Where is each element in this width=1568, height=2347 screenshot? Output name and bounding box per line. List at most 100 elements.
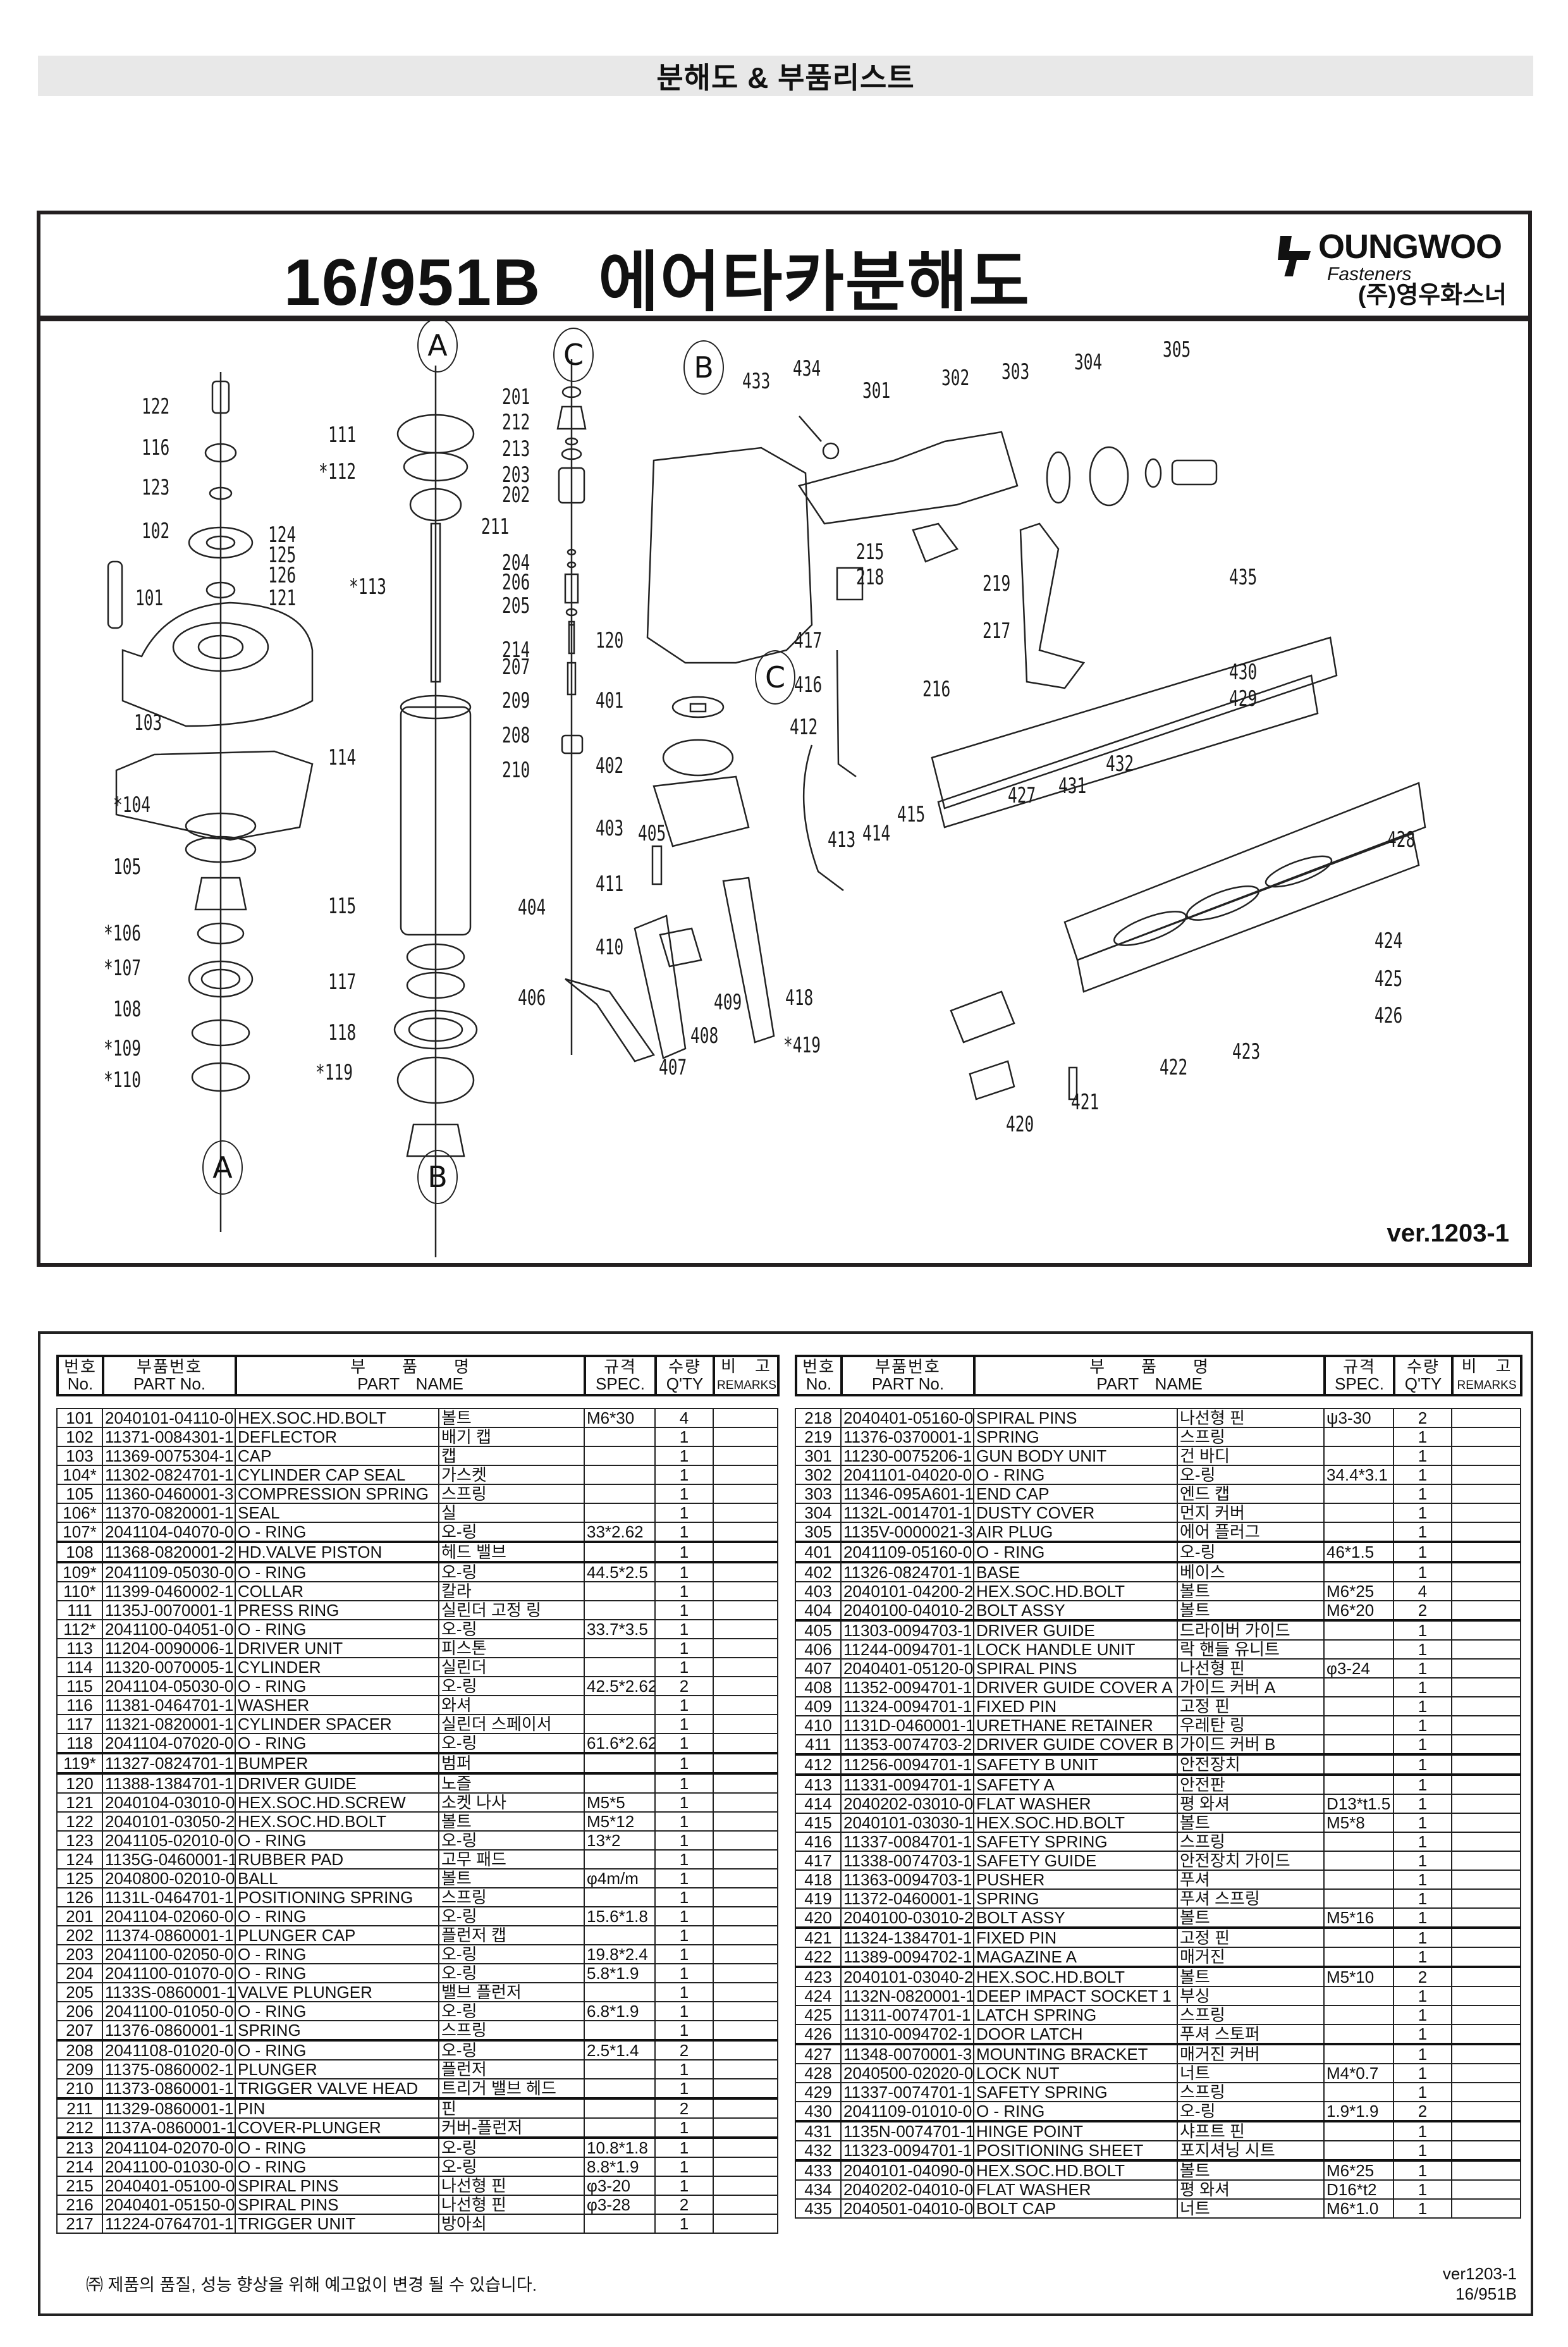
part-name-en: DRIVER GUIDE xyxy=(973,1619,1178,1641)
part-remarks xyxy=(1451,1541,1521,1563)
part-qty: 1 xyxy=(654,1714,714,1734)
part-name-kr: 플런저 xyxy=(438,2059,585,2079)
part-spec xyxy=(1323,1888,1394,1909)
part-label: 426 xyxy=(1375,1003,1403,1028)
part-number-index: 433 xyxy=(795,2159,842,2181)
part-qty: 1 xyxy=(654,1752,714,1774)
part-number-index: 431 xyxy=(795,2120,842,2141)
part-spec: φ3-24 xyxy=(1323,1658,1394,1679)
part-remarks xyxy=(713,2176,778,2196)
part-remarks xyxy=(713,1561,778,1582)
part-code: 2041100-01050-0 xyxy=(102,2001,236,2021)
part-spec: D13*t1.5 xyxy=(1323,1794,1394,1814)
part-name-kr: 나선형 핀 xyxy=(438,2176,585,2196)
part-number-index: 219 xyxy=(795,1427,842,1447)
part-number-index: 208 xyxy=(56,2039,103,2061)
part-spec xyxy=(584,2020,656,2041)
part-label: 302 xyxy=(941,366,970,391)
part-label: 114 xyxy=(328,745,357,770)
part-remarks xyxy=(1451,2140,1521,2161)
part-qty: 1 xyxy=(654,1811,714,1832)
part-remarks xyxy=(713,1714,778,1734)
part-spec xyxy=(1323,1832,1394,1852)
part-number-index: 104* xyxy=(56,1465,103,1485)
part-name-kr: 캡 xyxy=(438,1446,585,1466)
part-spec xyxy=(1323,1870,1394,1890)
part-code: 1135N-0074701-1 xyxy=(840,2120,974,2141)
part-number-index: 121 xyxy=(56,1792,103,1813)
part-qty: 1 xyxy=(1393,1561,1452,1582)
part-spec xyxy=(1323,1851,1394,1871)
part-remarks xyxy=(713,1465,778,1485)
part-label: 120 xyxy=(596,628,624,653)
part-number-index: 118 xyxy=(56,1733,103,1754)
part-spec: D16*t2 xyxy=(1323,2179,1394,2200)
part-name-kr: 에어 플러그 xyxy=(1177,1522,1325,1543)
part-code: 11230-0075206-1 xyxy=(840,1446,974,1466)
part-qty: 2 xyxy=(1393,1408,1452,1428)
part-label: 213 xyxy=(502,436,530,462)
exploded-view-svg xyxy=(107,359,1426,1257)
part-qty: 1 xyxy=(654,1484,714,1504)
part-name-en: TRIGGER VALVE HEAD xyxy=(235,2078,439,2099)
callout-circle-c-mid: C xyxy=(755,650,795,705)
part-number-index: 407 xyxy=(795,1658,842,1679)
part-name-kr: 매거진 xyxy=(1177,1947,1325,1968)
part-name-kr: 오-링 xyxy=(438,2136,585,2158)
part-qty: 1 xyxy=(654,1772,714,1794)
part-name-kr: 오-링 xyxy=(1177,1465,1325,1485)
part-name-en: HEX.SOC.HD.BOLT xyxy=(973,1813,1178,1833)
part-label: 405 xyxy=(638,821,666,846)
part-remarks xyxy=(713,2195,778,2215)
part-code: 2041100-01070-0 xyxy=(102,1963,236,1983)
part-qty: 1 xyxy=(1393,1465,1452,1485)
callout-circle-a-bottom: A xyxy=(202,1140,243,1195)
part-remarks xyxy=(1451,1581,1521,1601)
part-code: 2041109-01010-0 xyxy=(840,2101,974,2122)
part-spec xyxy=(584,1849,656,1870)
part-spec xyxy=(1323,1522,1394,1543)
part-name-kr: 안전장치 가이드 xyxy=(1177,1851,1325,1871)
part-number-index: 420 xyxy=(795,1907,842,1928)
part-number-index: 217 xyxy=(56,2214,103,2234)
part-qty: 2 xyxy=(654,2195,714,2215)
part-number-index: 402 xyxy=(795,1561,842,1582)
part-remarks xyxy=(713,1503,778,1523)
part-code: 2041100-01030-0 xyxy=(102,2157,236,2177)
part-spec xyxy=(584,1484,656,1504)
part-label: 411 xyxy=(596,872,624,897)
part-code: 2040101-04110-0 xyxy=(102,1408,236,1428)
part-name-kr: 포지셔닝 시트 xyxy=(1177,2140,1325,2161)
part-remarks xyxy=(713,1600,778,1620)
part-qty: 1 xyxy=(1393,1926,1452,1948)
part-name-en: O - RING xyxy=(235,2136,439,2158)
part-label: 421 xyxy=(1071,1090,1099,1115)
part-name-en: END CAP xyxy=(973,1484,1178,1504)
part-label: 414 xyxy=(862,821,891,846)
part-number-index: 107* xyxy=(56,1522,103,1543)
part-name-en: CYLINDER xyxy=(235,1657,439,1677)
part-code: 11256-0094701-1 xyxy=(840,1753,974,1775)
part-name-kr: 부싱 xyxy=(1177,1986,1325,2006)
part-remarks xyxy=(1451,2179,1521,2200)
part-label: 413 xyxy=(828,827,856,853)
part-number-index: 422 xyxy=(795,1947,842,1968)
part-code: 1135J-0070001-1 xyxy=(102,1600,236,1620)
part-spec xyxy=(584,1752,656,1774)
